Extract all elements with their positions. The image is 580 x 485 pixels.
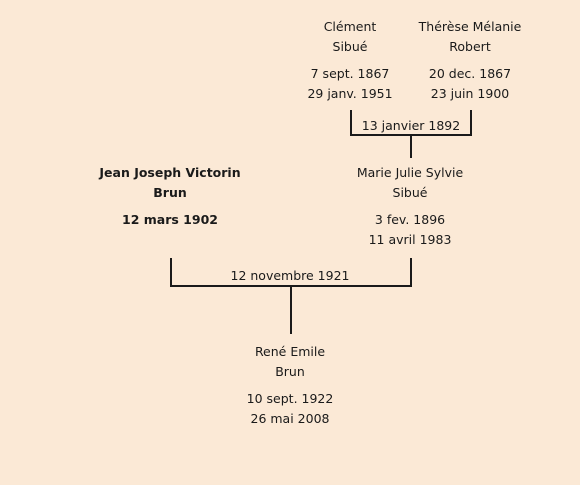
person-last-name: Sibué — [392, 185, 428, 200]
connector-left-drop — [170, 258, 172, 287]
death-date: 23 juin 1900 — [430, 86, 510, 101]
connector-horizontal — [350, 134, 472, 136]
death-date: 11 avril 1983 — [368, 232, 452, 247]
marriage-date: 12 novembre 1921 — [230, 268, 350, 283]
birth-date: 10 sept. 1922 — [246, 391, 334, 406]
person-last-name: Brun — [153, 185, 187, 200]
marriage-date: 13 janvier 1892 — [361, 118, 461, 133]
person-last-name: Sibué — [332, 39, 368, 54]
birth-date: 7 sept. 1867 — [310, 66, 390, 81]
person-first-name: Thérèse Mélanie — [418, 19, 522, 34]
connector-child-drop — [410, 136, 412, 158]
connector-child-drop — [290, 287, 292, 334]
person-dates: 7 sept. 1867 29 janv. 1951 — [300, 64, 400, 104]
connector-right-drop — [470, 110, 472, 136]
person-therese-robert: Thérèse Mélanie Robert 20 dec. 1867 23 j… — [410, 17, 530, 104]
person-first-name: Clément — [323, 19, 377, 34]
connector-horizontal — [170, 285, 412, 287]
connector-left-drop — [350, 110, 352, 136]
person-rene-brun: René Emile Brun 10 sept. 1922 26 mai 200… — [220, 342, 360, 429]
person-first-name: Jean Joseph Victorin — [99, 165, 241, 180]
person-first-name: René Emile — [254, 344, 326, 359]
connector-right-drop — [410, 258, 412, 287]
birth-date: 20 dec. 1867 — [428, 66, 512, 81]
person-dates: 3 fev. 1896 11 avril 1983 — [340, 210, 480, 250]
person-clement-sibue: Clément Sibué 7 sept. 1867 29 janv. 1951 — [300, 17, 400, 104]
person-last-name: Robert — [449, 39, 491, 54]
person-jean-brun: Jean Joseph Victorin Brun 12 mars 1902 — [90, 163, 250, 230]
person-first-name: Marie Julie Sylvie — [356, 165, 464, 180]
person-last-name: Brun — [275, 364, 305, 379]
birth-date: 3 fev. 1896 — [374, 212, 446, 227]
person-dates: 12 mars 1902 — [90, 210, 250, 230]
death-date: 26 mai 2008 — [250, 411, 330, 426]
person-dates: 10 sept. 1922 26 mai 2008 — [220, 389, 360, 429]
person-dates: 20 dec. 1867 23 juin 1900 — [410, 64, 530, 104]
person-marie-sibue: Marie Julie Sylvie Sibué 3 fev. 1896 11 … — [340, 163, 480, 250]
birth-date: 12 mars 1902 — [122, 212, 218, 227]
death-date: 29 janv. 1951 — [307, 86, 393, 101]
